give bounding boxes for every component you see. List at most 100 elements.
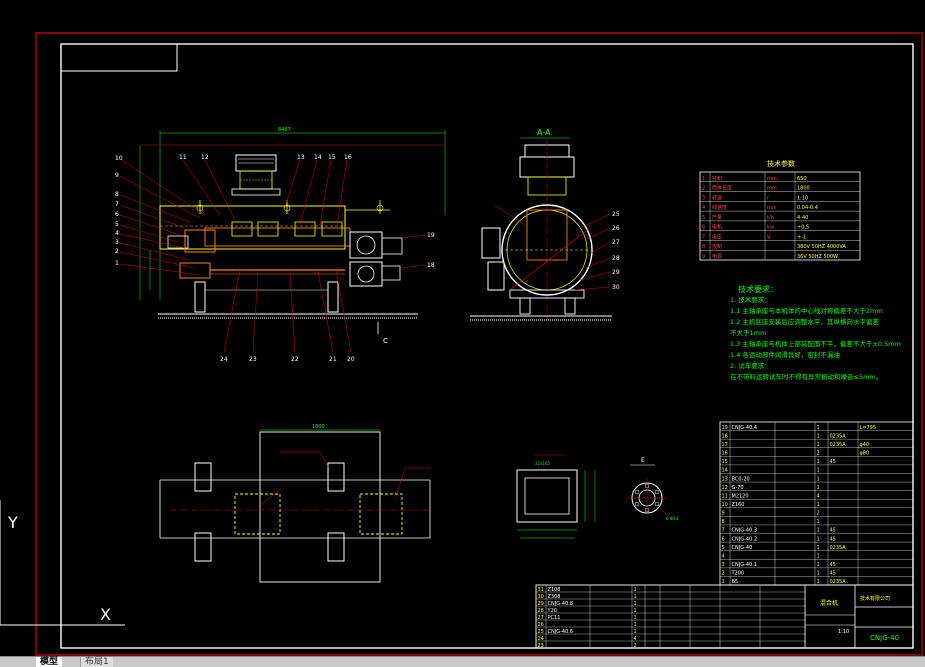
bom-cell: 1 [817, 528, 820, 534]
bom-cell: 2 [634, 643, 637, 649]
callout-19: 19 [427, 232, 435, 239]
bom-cell: 23 [538, 643, 544, 649]
bom-cell: 4 [817, 493, 820, 499]
tech-param-cell: m/s [767, 205, 777, 211]
callout-12: 12 [201, 154, 209, 161]
tech-param-cell: r [767, 195, 770, 201]
bom-cell: 1 [817, 579, 820, 585]
tech-param-cell: 36V 50HZ 500W [797, 254, 838, 260]
bom-cell: CNJG-40.8 [548, 601, 574, 607]
bom-cell: L=795 [860, 425, 877, 431]
bom-cell: 18 [722, 433, 728, 439]
bom-cell: M2120 [732, 493, 749, 499]
bom-cell: 0235A [830, 579, 847, 585]
tech-param-cell: 3 [702, 195, 705, 201]
scale-value: 1:10 [838, 629, 849, 635]
tech-params-title: 技术参数 [767, 159, 795, 168]
bom-cell: 1 [817, 485, 820, 491]
bom-cell: 0235A [830, 442, 847, 448]
detail-dim-1: 32x165 [535, 461, 551, 466]
callout-28: 28 [612, 255, 620, 262]
tech-param-cell: 650 [797, 176, 807, 182]
bom-cell: 1 [817, 519, 820, 525]
bom-cell: φ80 [860, 451, 870, 457]
tech-param-cell: 8 [702, 244, 705, 250]
tech-param-cell: 9 [702, 254, 705, 260]
bom-cell: 2 [817, 511, 820, 517]
callout-20: 20 [347, 356, 355, 363]
bom-cell: 28 [538, 608, 544, 614]
bom-cell: 30 [538, 594, 544, 600]
bom-cell: CNJG-40.6 [548, 629, 574, 635]
bom-cell: 16 [722, 451, 728, 457]
tech-param-cell: V [767, 234, 771, 240]
view-e-label: E [641, 457, 645, 464]
callout-6: 6 [115, 211, 119, 218]
bom-cell: 1 [817, 553, 820, 559]
tab-layout1[interactable]: 布局1 [80, 657, 113, 667]
callout-2: 2 [115, 248, 119, 255]
callout-18: 18 [427, 262, 435, 269]
title-block: 技术有限公司 混合机 1:10 CNJG-40 [804, 585, 913, 648]
ucs-icon: Y X [0, 500, 125, 626]
callout-26: 26 [612, 225, 620, 232]
callout-29: 29 [612, 269, 620, 276]
bom-cell: 0235A [830, 545, 847, 551]
detail-flange-view: 32x165 [516, 454, 596, 539]
callout-30: 30 [612, 284, 620, 291]
tech-param-cell: 控制 [712, 243, 722, 250]
tech-param-cell: +0.5 [797, 225, 809, 231]
tech-param-cell: +-1 [797, 234, 806, 240]
section-a-a-view: A-A 25 26 27 28 29 [470, 128, 620, 321]
bom-cell: 5 [722, 545, 725, 551]
bom-cell: CNJG-40.1 [732, 562, 758, 568]
product-name: 混合机 [820, 599, 838, 607]
tech-param-cell: kw [767, 225, 774, 231]
tech-param-cell: 1 [702, 176, 705, 182]
bom-cell: 3 [722, 562, 725, 568]
tab-model[interactable]: 模型 [36, 657, 63, 667]
bom-cell: 1 [722, 579, 725, 585]
ucs-x-label: X [100, 605, 111, 624]
bom-cell: 1 [817, 562, 820, 568]
bom-cell: 4 [722, 553, 725, 559]
callout-14: 14 [314, 154, 322, 161]
bom-cell: BC0-20 [732, 476, 750, 482]
callout-15: 15 [328, 154, 336, 161]
tech-param-cell: 筒体长度 [712, 185, 732, 192]
ucs-y-label: Y [7, 513, 18, 532]
bom-cell: 10 [722, 502, 728, 508]
bom-cell: 27 [538, 615, 544, 621]
tech-param-cell: 电机 [712, 224, 722, 231]
detail-dim-2: 6-Ф14 [666, 516, 679, 521]
section-label: A-A [537, 128, 551, 137]
bom-cell: 1 [817, 425, 820, 431]
tech-param-cell: mm [767, 186, 777, 192]
tech-param-cell: 2 [702, 186, 705, 192]
callout-21: 21 [329, 356, 337, 363]
notes-title: 技术要求： [738, 284, 778, 294]
tech-param-cell: 4 [702, 205, 705, 211]
bom-cell: 45 [830, 571, 836, 577]
foundation-plan-view: 1800 [159, 424, 431, 583]
tech-param-cell: 线速度 [712, 204, 727, 211]
layout-tab-bar: 模型 布局1 [0, 656, 925, 667]
tech-param-cell: 产量 [712, 214, 722, 221]
bom-cell: 9 [722, 511, 725, 517]
front-view: 8467 [115, 127, 446, 363]
tech-param-cell: 4-40 [797, 215, 808, 221]
callout-8: 8 [115, 191, 119, 198]
bom-cell: 1 [634, 608, 637, 614]
bom-cell: 6 [722, 536, 725, 542]
bom-cell: 1 [817, 502, 820, 508]
callout-7: 7 [115, 201, 119, 208]
bom-cell: Z108 [548, 587, 561, 593]
code-box [60, 43, 178, 72]
note-line: 2. 试车要求： [730, 361, 771, 370]
bom-cell: T200 [731, 571, 745, 577]
bom-cell: 25 [538, 629, 544, 635]
callout-24: 24 [220, 356, 228, 363]
bom-cell: CNJG-40.4 [732, 425, 758, 431]
